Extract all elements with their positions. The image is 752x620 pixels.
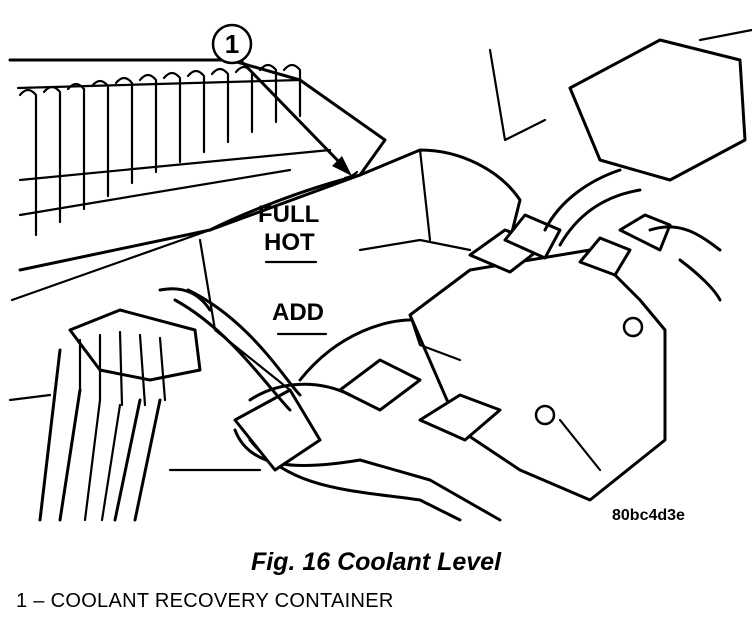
image-code: 80bc4d3e bbox=[612, 507, 685, 524]
add-label: ADD bbox=[272, 299, 324, 326]
filler-neck-assembly bbox=[8, 308, 262, 522]
radiator-grille bbox=[8, 58, 387, 302]
legend-separator: – bbox=[33, 590, 45, 612]
callout-number: 1 bbox=[225, 29, 239, 59]
figure-caption: Fig. 16 Coolant Level bbox=[250, 548, 502, 576]
coolant-recovery-container bbox=[198, 148, 522, 392]
legend-number: 1 bbox=[16, 590, 28, 612]
mounting-bracket bbox=[488, 28, 752, 182]
coolant-level-illustration: FULL HOT ADD 1 bbox=[8, 23, 752, 524]
callout-1: 1 bbox=[211, 23, 359, 180]
legend-item: 1 – COOLANT RECOVERY CONTAINER bbox=[16, 590, 394, 613]
hot-label: HOT bbox=[264, 229, 315, 256]
level-marks: FULL HOT ADD bbox=[258, 201, 328, 336]
legend-text: COOLANT RECOVERY CONTAINER bbox=[50, 590, 394, 612]
full-label: FULL bbox=[258, 201, 319, 228]
spark-plug-wire-boots bbox=[338, 213, 672, 442]
hoses-and-wires bbox=[158, 168, 722, 522]
distributor-cap bbox=[408, 248, 667, 502]
